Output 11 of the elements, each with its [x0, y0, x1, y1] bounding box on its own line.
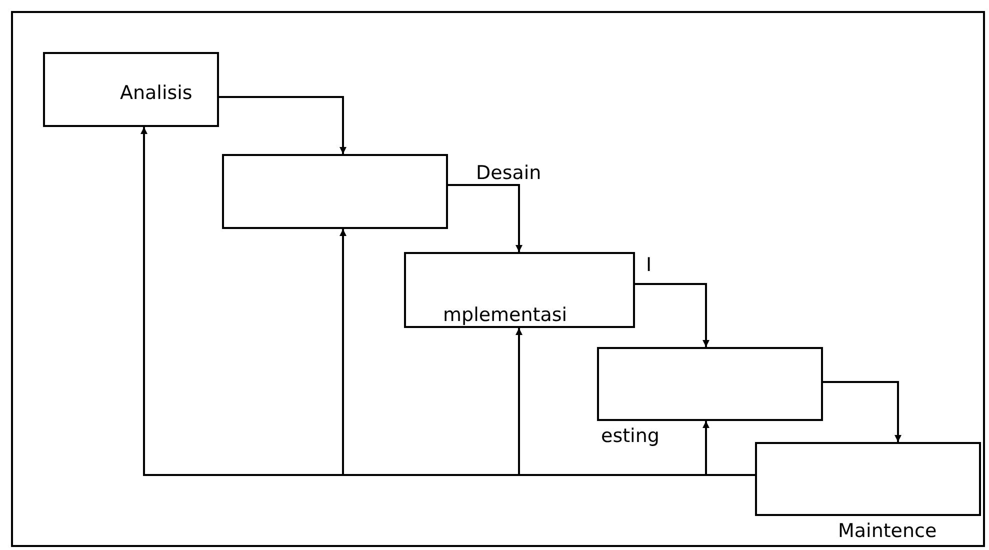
arrow: [219, 96, 346, 154]
step-label: Desain: [476, 164, 542, 183]
arrow: [823, 381, 902, 442]
process-box: [43, 52, 219, 127]
step-label: I: [646, 256, 652, 275]
step-label: esting: [601, 427, 660, 446]
arrow: [635, 283, 710, 347]
step-label: Analisis: [120, 84, 192, 103]
step-label: mplementasi: [443, 306, 568, 325]
step-label: Maintence: [838, 522, 937, 541]
arrow: [448, 184, 522, 252]
